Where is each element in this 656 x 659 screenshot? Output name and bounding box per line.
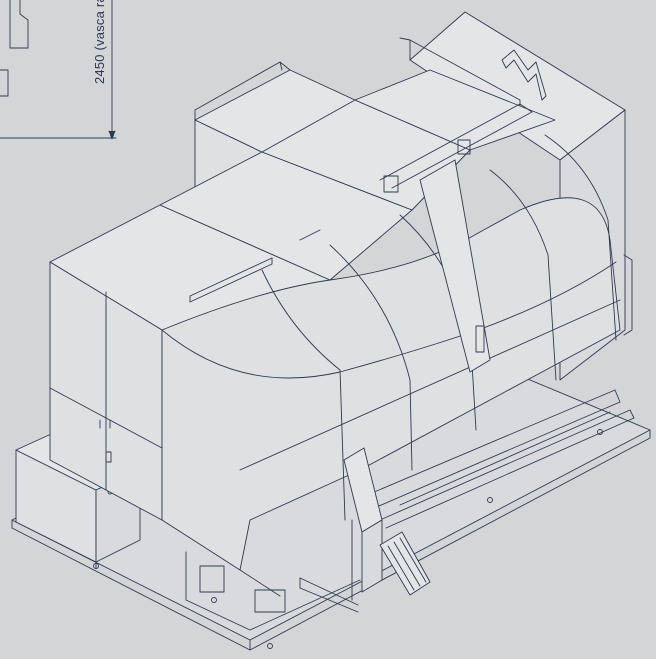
machine-enclosure: [49, 11, 626, 571]
side-panel: [623, 254, 633, 336]
machine-feet: [93, 429, 603, 649]
control-pendant: [299, 447, 431, 613]
dimension-line: [0, 0, 117, 140]
guide-rails: [185, 389, 635, 631]
lift-arrow-icon: [501, 49, 547, 101]
dimension-label: 2450 (vasca ra: [92, 0, 107, 84]
